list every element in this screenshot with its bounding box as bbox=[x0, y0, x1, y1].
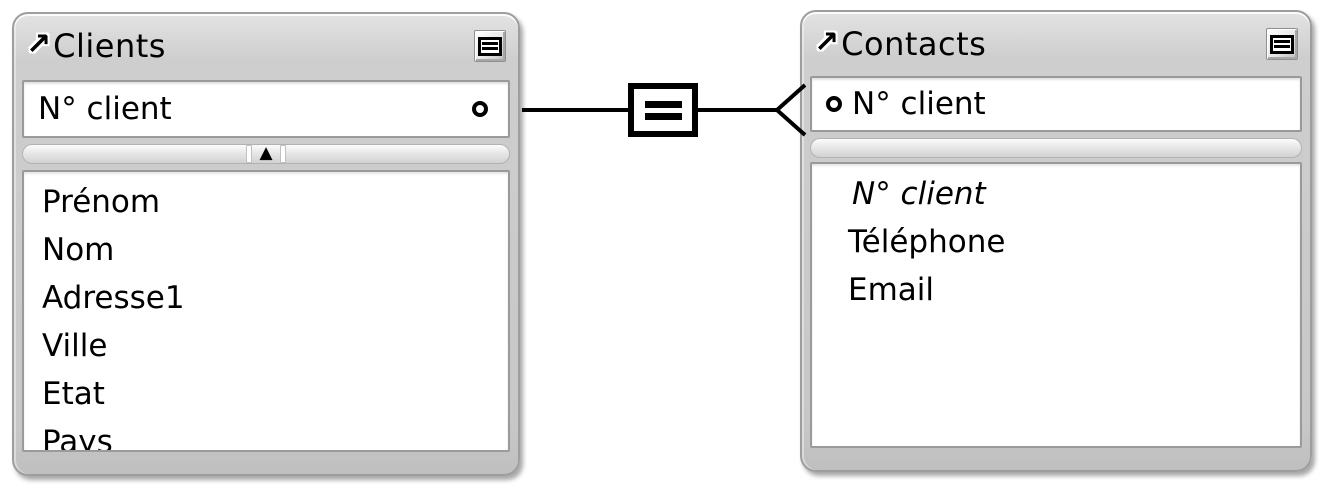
table-contacts-title: Contacts bbox=[841, 25, 987, 63]
connector-dot-icon[interactable] bbox=[826, 96, 842, 112]
key-field-label-clients: N° client bbox=[38, 91, 172, 127]
divider-grip-bar bbox=[279, 145, 286, 163]
options-icon-bar bbox=[482, 47, 498, 51]
collapse-triangle-icon[interactable]: ▲ bbox=[259, 142, 273, 163]
options-icon-bar bbox=[1274, 39, 1290, 43]
table-clients[interactable]: ↗ Clients N° client ▲ Prénom Nom Adresse… bbox=[12, 12, 520, 476]
field-row-ville[interactable]: Ville bbox=[42, 328, 108, 364]
key-field-row-contacts[interactable]: N° client bbox=[810, 76, 1302, 132]
goto-table-arrow-icon[interactable]: ↗ bbox=[814, 25, 840, 60]
field-row-pays[interactable]: Pays bbox=[42, 424, 113, 452]
relationship-operator-box[interactable] bbox=[628, 83, 698, 137]
table-clients-header[interactable]: ↗ Clients bbox=[22, 20, 510, 72]
field-row-nom[interactable]: Nom bbox=[42, 232, 115, 268]
connector-dot-icon[interactable] bbox=[472, 101, 488, 117]
section-divider-clients[interactable]: ▲ bbox=[22, 144, 510, 164]
section-divider-contacts[interactable] bbox=[810, 138, 1302, 158]
field-list-clients: Prénom Nom Adresse1 Ville Etat Pays bbox=[22, 170, 510, 452]
options-icon-bar bbox=[1274, 45, 1290, 49]
options-icon-bar bbox=[482, 41, 498, 45]
field-row-prenom[interactable]: Prénom bbox=[42, 184, 161, 220]
equals-bar-bottom bbox=[645, 113, 682, 120]
field-row-n-client[interactable]: N° client bbox=[852, 176, 986, 212]
table-options-icon bbox=[478, 36, 502, 56]
key-field-label-contacts: N° client bbox=[852, 86, 986, 122]
goto-table-arrow-icon[interactable]: ↗ bbox=[26, 27, 52, 62]
table-contacts[interactable]: ↗ Contacts N° client N° client Téléphone… bbox=[800, 10, 1312, 472]
field-row-etat[interactable]: Etat bbox=[42, 376, 105, 412]
table-clients-title: Clients bbox=[53, 27, 166, 65]
table-options-button[interactable] bbox=[474, 30, 506, 62]
equals-bar-top bbox=[645, 101, 682, 108]
field-list-contacts: N° client Téléphone Email bbox=[810, 162, 1302, 448]
key-field-row-clients[interactable]: N° client bbox=[22, 80, 510, 138]
field-row-telephone[interactable]: Téléphone bbox=[848, 224, 1006, 260]
table-options-button[interactable] bbox=[1266, 28, 1298, 60]
divider-grip-bar bbox=[246, 145, 253, 163]
field-row-email[interactable]: Email bbox=[848, 272, 935, 308]
table-contacts-header[interactable]: ↗ Contacts bbox=[810, 18, 1302, 70]
table-options-icon bbox=[1270, 34, 1294, 54]
field-row-adresse1[interactable]: Adresse1 bbox=[42, 280, 185, 316]
